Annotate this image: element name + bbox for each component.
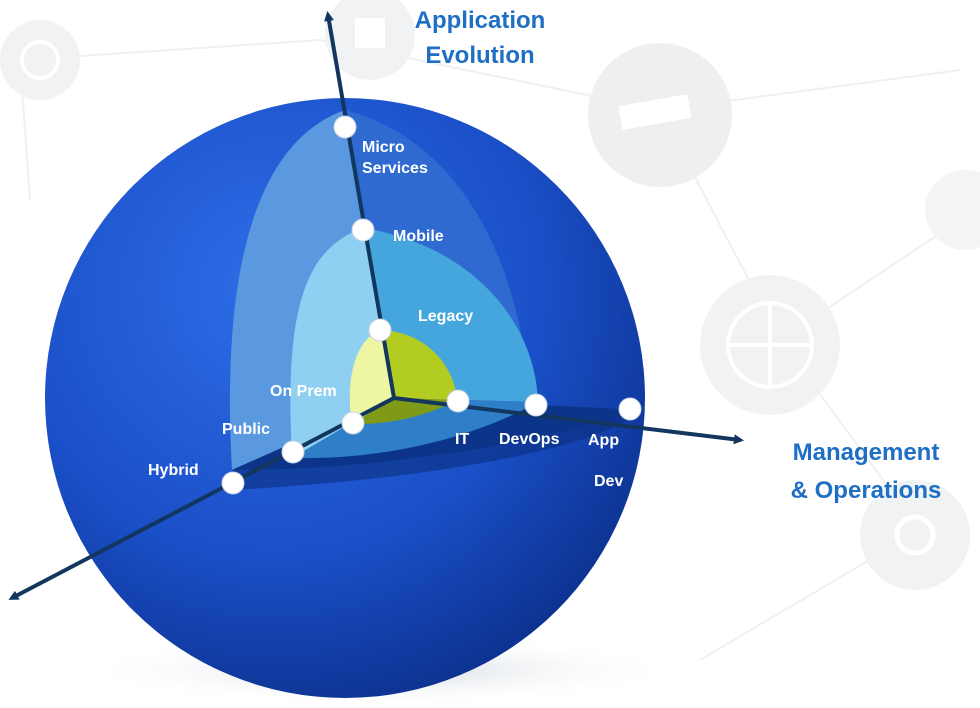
inner-core-left xyxy=(349,330,394,424)
point-app-dev xyxy=(618,397,642,421)
vertical-axis-title-line1: Application xyxy=(415,7,546,34)
label-hybrid: Hybrid xyxy=(148,462,199,479)
cutaway-floor-shadow xyxy=(232,398,640,490)
download-icon xyxy=(325,0,415,80)
label-app-line2: Dev xyxy=(594,473,623,490)
clock-icon xyxy=(0,20,80,100)
background-circle xyxy=(925,170,980,250)
label-legacy: Legacy xyxy=(418,308,473,325)
point-public xyxy=(281,440,305,464)
label-public: Public xyxy=(222,421,270,438)
point-micro-services xyxy=(333,115,357,139)
point-on-prem xyxy=(341,411,365,435)
point-mobile xyxy=(351,218,375,242)
horizontal-axis-title-line2: & Operations xyxy=(791,477,942,504)
label-devops: DevOps xyxy=(499,431,560,448)
label-it: IT xyxy=(455,431,469,448)
inner-core-right xyxy=(380,330,457,400)
label-mobile: Mobile xyxy=(393,228,444,245)
middle-shell-floor xyxy=(292,398,538,459)
label-micro-line1: Micro xyxy=(362,139,405,156)
point-devops xyxy=(524,393,548,417)
horizontal-axis-title-line1: Management xyxy=(793,439,940,466)
vertical-axis-title-line2: Evolution xyxy=(425,42,534,69)
label-micro-line2: Services xyxy=(362,160,428,177)
depth-axis-arrow xyxy=(8,396,395,600)
point-legacy xyxy=(368,318,392,342)
globe-icon xyxy=(700,275,840,415)
point-it xyxy=(446,389,470,413)
point-hybrid xyxy=(221,471,245,495)
inner-core-floor xyxy=(352,398,457,425)
label-on-prem: On Prem xyxy=(270,383,337,400)
label-app-line1: App xyxy=(588,432,619,449)
camera-icon xyxy=(588,43,732,187)
gear-icon xyxy=(860,480,970,590)
